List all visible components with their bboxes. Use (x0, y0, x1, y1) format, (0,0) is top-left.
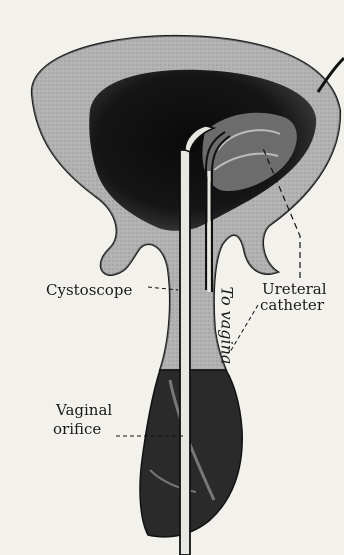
cystoscope-label: Cystoscope (46, 283, 132, 298)
to-vagina-label: To vagina (219, 287, 234, 365)
ureteral-catheter-label-line2: catheter (260, 298, 324, 313)
ureteral-catheter-label-line1: Ureteral (262, 282, 327, 297)
vaginal-orifice-label-line2: orifice (53, 422, 101, 437)
vaginal-orifice-label-line1: Vaginal (56, 403, 112, 418)
vaginal-canal (140, 370, 242, 537)
